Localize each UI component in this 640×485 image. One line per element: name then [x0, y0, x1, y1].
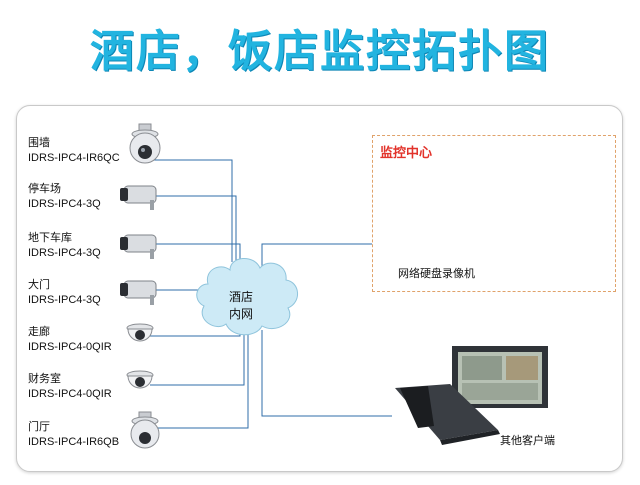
camera-model: IDRS-IPC4-3Q — [28, 247, 101, 259]
camera-label-finance: 财务室 IDRS-IPC4-0QIR — [28, 372, 112, 402]
camera-label-lobby: 门厅 IDRS-IPC4-IR6QB — [28, 420, 119, 450]
monitor-center-box — [372, 135, 616, 292]
dome-camera-icon — [126, 323, 154, 342]
camera-model: IDRS-IPC4-IR6QB — [28, 436, 120, 448]
link-wall — [150, 159, 233, 262]
camera-label-wall: 围墙 IDRS-IPC4-IR6QC — [28, 136, 120, 166]
link-corridor — [150, 330, 241, 337]
network-label-line2: 内网 — [228, 307, 253, 321]
link-finance — [150, 330, 245, 386]
bullet-camera-icon — [120, 234, 157, 259]
client-label: 其他客户端 — [500, 435, 555, 447]
camera-name: 走廊 — [28, 326, 50, 338]
camera-model: IDRS-IPC4-IR6QC — [28, 152, 120, 164]
link-client — [261, 330, 392, 417]
camera-model: IDRS-IPC4-0QIR — [28, 341, 112, 353]
bullet-camera-icon — [120, 185, 157, 210]
camera-model: IDRS-IPC4-3Q — [28, 294, 101, 306]
recorder-label: 网络硬盘录像机 — [398, 268, 475, 280]
page-title: 酒店，饭店监控拓扑图 — [90, 26, 550, 77]
camera-label-corridor: 走廊 IDRS-IPC4-0QIR — [28, 325, 112, 355]
camera-model: IDRS-IPC4-3Q — [28, 198, 101, 210]
camera-name: 地下车库 — [28, 232, 72, 244]
laptop-client-icon — [395, 346, 548, 445]
network-cloud-icon — [196, 258, 298, 336]
link-parking — [150, 195, 237, 262]
monitor-center-title: 监控中心 — [380, 145, 433, 160]
link-lobby — [150, 330, 249, 429]
ptz-dome-camera-icon — [130, 411, 160, 449]
camera-label-gate: 大门 IDRS-IPC4-3Q — [28, 278, 101, 308]
bullet-camera-icon — [120, 280, 157, 305]
camera-name: 围墙 — [28, 137, 50, 149]
camera-name: 财务室 — [28, 373, 61, 385]
camera-model: IDRS-IPC4-0QIR — [28, 388, 112, 400]
ptz-dome-camera-icon — [129, 123, 161, 164]
network-cloud-label: 酒店 内网 — [223, 289, 259, 323]
camera-label-parking: 停车场 IDRS-IPC4-3Q — [28, 182, 101, 212]
network-label-line1: 酒店 — [228, 290, 253, 304]
camera-name: 大门 — [28, 279, 50, 291]
camera-label-garage: 地下车库 IDRS-IPC4-3Q — [28, 231, 101, 261]
camera-name: 停车场 — [28, 183, 61, 195]
dome-camera-icon — [126, 370, 154, 389]
camera-name: 门厅 — [28, 421, 50, 433]
link-garage — [150, 243, 241, 262]
